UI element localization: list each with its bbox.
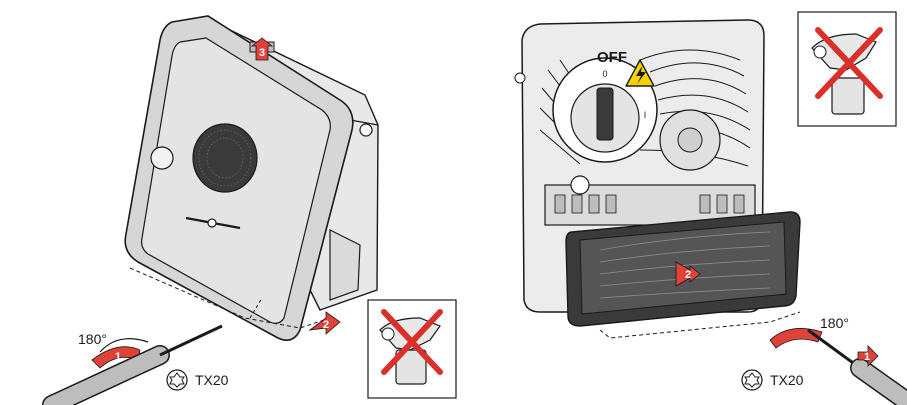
step-1-number: 1	[115, 351, 121, 363]
step-2-number: 2	[323, 319, 329, 331]
torx-bit-icon	[166, 369, 188, 391]
cover-dashed-outline-right	[599, 311, 801, 339]
right-panel: OFF 0 I 2 180°	[514, 11, 907, 405]
step-2-number-right: 2	[685, 269, 691, 281]
no-power-drill-icon-right	[797, 11, 897, 127]
switch-off-mark: 0	[602, 69, 607, 79]
step-1-number-right: 1	[864, 351, 870, 363]
cover-lift-dashed-outline	[129, 267, 331, 329]
front-cover-removed: 2	[565, 211, 801, 327]
high-voltage-warning-icon	[625, 59, 655, 87]
screwdriver-icon-right: 1	[807, 328, 907, 405]
step-3-number: 3	[259, 47, 265, 59]
no-power-drill-icon	[367, 299, 457, 399]
switch-off-label: OFF	[597, 49, 627, 66]
torx-label-right: TX20	[770, 372, 804, 388]
rotation-indicator-right: 180°	[769, 315, 849, 349]
switch-on-mark: I	[644, 110, 647, 120]
screwdriver-icon	[42, 324, 223, 405]
rotation-indicator-left: 180° 1	[78, 331, 149, 369]
top-hook-step-3: 3	[249, 37, 275, 61]
step-2-arrow: 2	[308, 311, 341, 335]
left-panel: 3 2 180° 1 TX20	[42, 15, 457, 405]
torx-label-left: TX20	[195, 372, 229, 388]
torx-bit-icon-right	[741, 369, 763, 391]
rotation-180-label-right: 180°	[820, 315, 849, 331]
inverter-front-cover	[124, 15, 354, 341]
rotation-180-label-left: 180°	[78, 331, 107, 347]
